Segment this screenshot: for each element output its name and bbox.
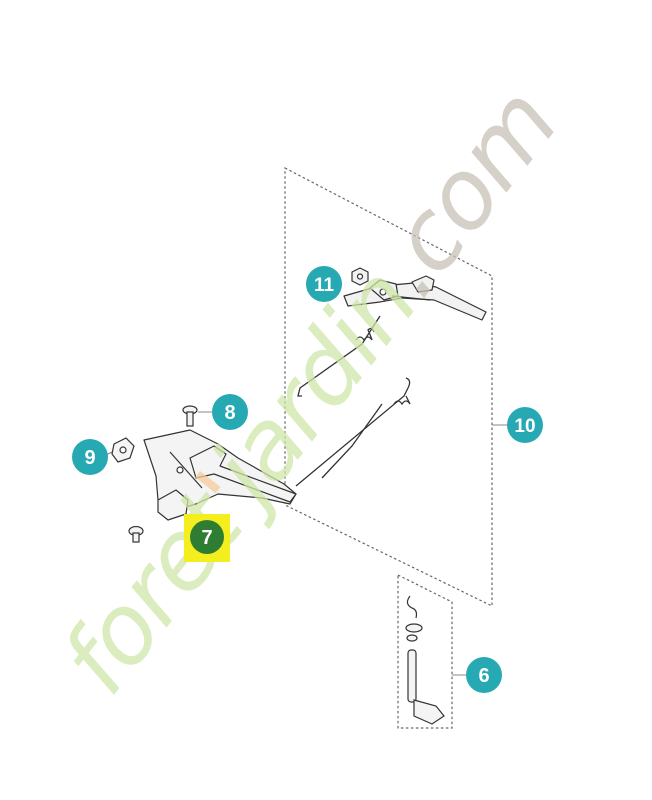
callouts: 6 7 8 9 10 11 bbox=[72, 266, 543, 693]
lower-linkage bbox=[405, 595, 445, 725]
bolt-shank bbox=[186, 411, 194, 427]
lever-tab bbox=[411, 275, 435, 293]
callout-part-9: 9 bbox=[72, 439, 108, 475]
bracket-bar bbox=[189, 445, 297, 503]
callout-label: 9 bbox=[84, 447, 95, 469]
callout-label: 7 bbox=[201, 527, 212, 549]
nut-hole bbox=[356, 273, 364, 280]
cable-right bbox=[295, 387, 409, 487]
callout-circle bbox=[190, 520, 224, 554]
screw-shank bbox=[132, 532, 140, 543]
clip-part bbox=[111, 437, 135, 463]
assembly-6-outline bbox=[397, 574, 453, 729]
watermark: foret'jardin.com bbox=[40, 68, 579, 714]
callout-label: 6 bbox=[478, 665, 489, 687]
callout-label: 10 bbox=[514, 416, 535, 437]
watermark-text: foret'jardin.com bbox=[40, 68, 579, 714]
bracket-hole bbox=[176, 466, 184, 474]
bolt-part bbox=[182, 405, 198, 427]
linkage-rod bbox=[407, 649, 417, 703]
bracket-rib bbox=[169, 451, 203, 489]
cables bbox=[295, 315, 411, 487]
screw-part bbox=[128, 525, 144, 543]
callout-part-6: 6 bbox=[466, 657, 502, 693]
lever-spring bbox=[391, 295, 431, 301]
callout-part-11: 11 bbox=[306, 266, 342, 302]
callout-circle bbox=[212, 394, 248, 430]
linkage-collar bbox=[406, 634, 418, 642]
callout-part-8: 8 bbox=[212, 394, 248, 430]
lever-pivot bbox=[379, 288, 387, 296]
callout-label: 11 bbox=[314, 275, 335, 296]
handle-bracket bbox=[143, 429, 297, 521]
callout-circle bbox=[466, 657, 502, 693]
clip-hole bbox=[119, 446, 127, 454]
assembly-10-outline bbox=[284, 167, 493, 607]
spring-left bbox=[355, 327, 375, 342]
linkage-washer bbox=[405, 623, 423, 633]
linkage-end bbox=[413, 699, 445, 725]
cable-hook-top bbox=[405, 377, 411, 389]
callout-circle bbox=[306, 266, 342, 302]
cable-long bbox=[321, 403, 383, 479]
callout-part-7: 7 bbox=[184, 514, 230, 562]
assembly-outlines bbox=[284, 167, 493, 729]
upper-lever-assembly bbox=[343, 267, 487, 321]
spring-right bbox=[393, 395, 411, 406]
callout-circle bbox=[72, 439, 108, 475]
callout-label: 8 bbox=[224, 402, 235, 424]
callout-circle bbox=[507, 407, 543, 443]
cable-left bbox=[297, 315, 381, 397]
callout-part-10: 10 bbox=[507, 407, 543, 443]
linkage-hook bbox=[406, 595, 418, 619]
